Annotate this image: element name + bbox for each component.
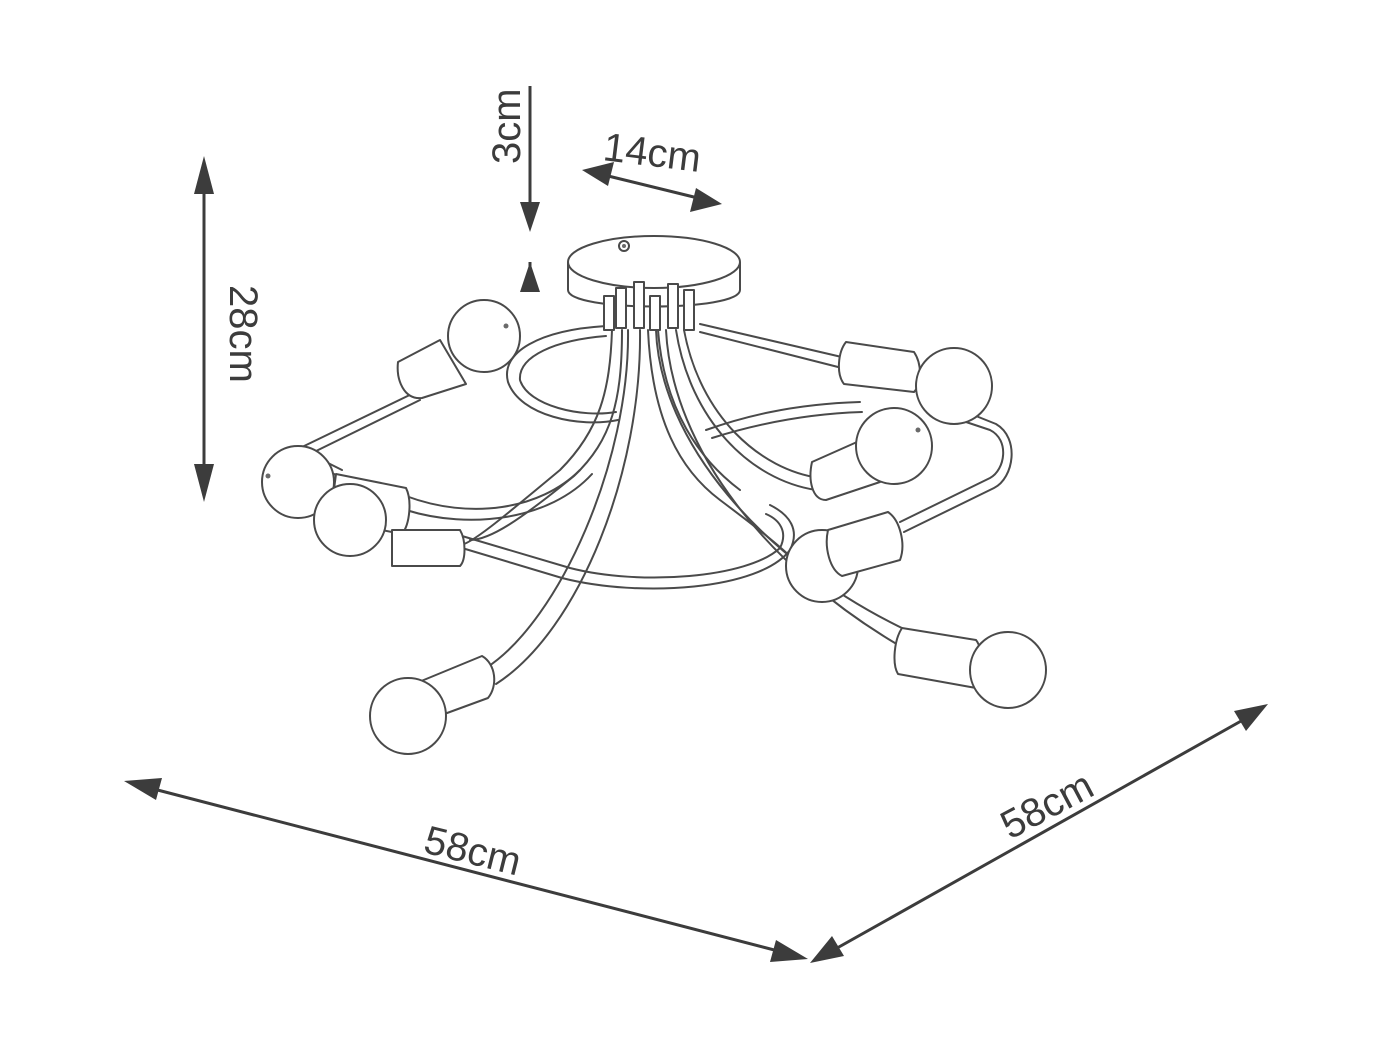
lamp-arm-1: [459, 329, 613, 546]
bulb-left-top: [396, 299, 521, 400]
label-width-side: 58cm: [994, 763, 1101, 848]
canopy-stems: [603, 281, 695, 331]
lamp-frame-right: [699, 323, 847, 359]
lamp-arm-3: [655, 329, 907, 631]
bulb-right-top: [838, 341, 993, 425]
lamp-frame-front: [461, 504, 795, 590]
label-width-front: 58cm: [420, 818, 526, 884]
bulb-left-low: [313, 483, 466, 567]
lamp-ring: [505, 325, 619, 424]
bulb-right-mid: [809, 407, 933, 501]
label-canopy-height: 3cm: [485, 88, 529, 164]
lamp-arm-2: [485, 329, 630, 669]
dimension-total-height: [194, 156, 214, 502]
canopy: [567, 235, 741, 308]
lamp-arm-4: [675, 329, 817, 491]
dimension-canopy-height: [520, 86, 540, 292]
bulb-front-left: [369, 655, 496, 755]
dimension-width-side: [810, 704, 1268, 963]
bulb-front-right: [893, 627, 1047, 709]
bulb-right-low: [785, 511, 904, 603]
label-canopy-diameter: 14cm: [601, 125, 703, 181]
lamp-drawing: [261, 235, 1047, 755]
dimension-width-front: [124, 778, 808, 962]
label-total-height: 28cm: [221, 285, 265, 383]
dimension-canopy-diameter: [582, 162, 722, 212]
